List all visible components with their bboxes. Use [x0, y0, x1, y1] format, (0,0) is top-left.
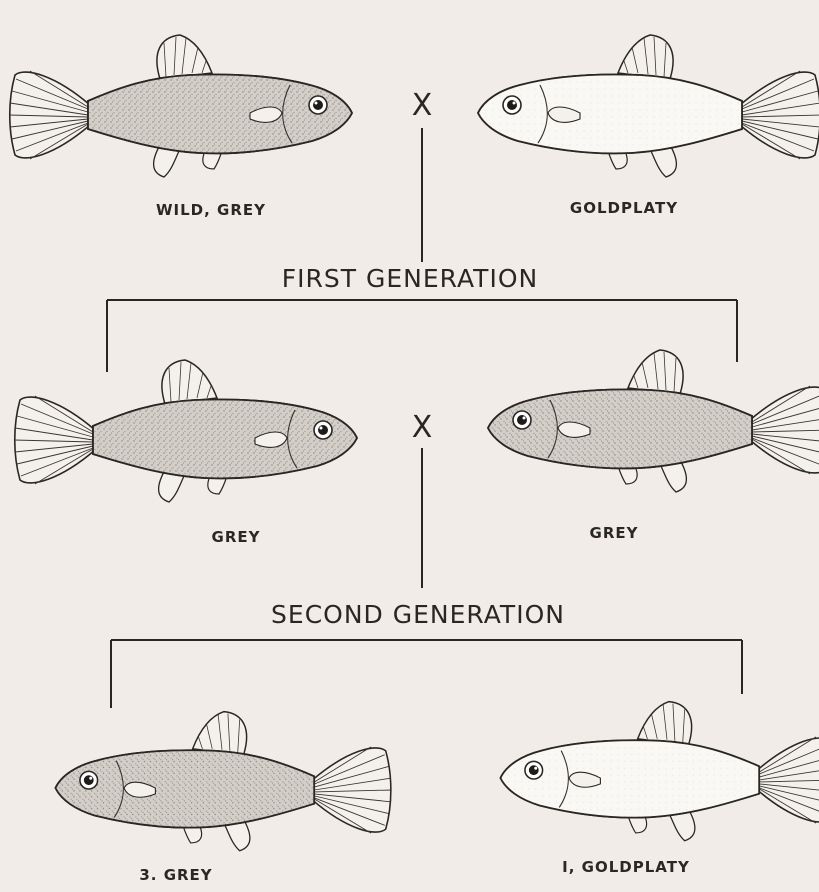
- f2-grey-fish-body: [55, 750, 314, 827]
- f1-left-label: GREY: [212, 528, 261, 546]
- f2-left-label: 3. GREY: [139, 866, 212, 884]
- f2-right-label: I, GOLDPLATY: [562, 858, 690, 876]
- wild-grey-parent-fish-body: [88, 74, 352, 153]
- second-generation-title: SECOND GENERATION: [271, 600, 565, 629]
- f1-right-label: GREY: [590, 524, 639, 542]
- f1-cross-symbol: X: [412, 410, 433, 445]
- parent-left-label: WILD, GREY: [156, 201, 266, 219]
- f2-goldplaty-fish-body: [500, 740, 759, 817]
- parent-right-label: GOLDPLATY: [570, 199, 678, 217]
- goldplaty-parent-fish-body: [478, 74, 742, 153]
- parents-cross-symbol: X: [412, 88, 433, 123]
- f1-grey-fish-right-body: [488, 389, 752, 468]
- f1-grey-fish-right: [488, 350, 819, 492]
- f2-grey-fish: [55, 712, 391, 851]
- f1-grey-fish-left: [14, 360, 357, 502]
- first-generation-title: FIRST GENERATION: [282, 264, 538, 293]
- goldplaty-parent-fish: [478, 35, 819, 177]
- wild-grey-parent-fish: [9, 35, 352, 177]
- f1-grey-fish-left-body: [93, 399, 357, 478]
- f2-goldplaty-fish: [500, 702, 819, 841]
